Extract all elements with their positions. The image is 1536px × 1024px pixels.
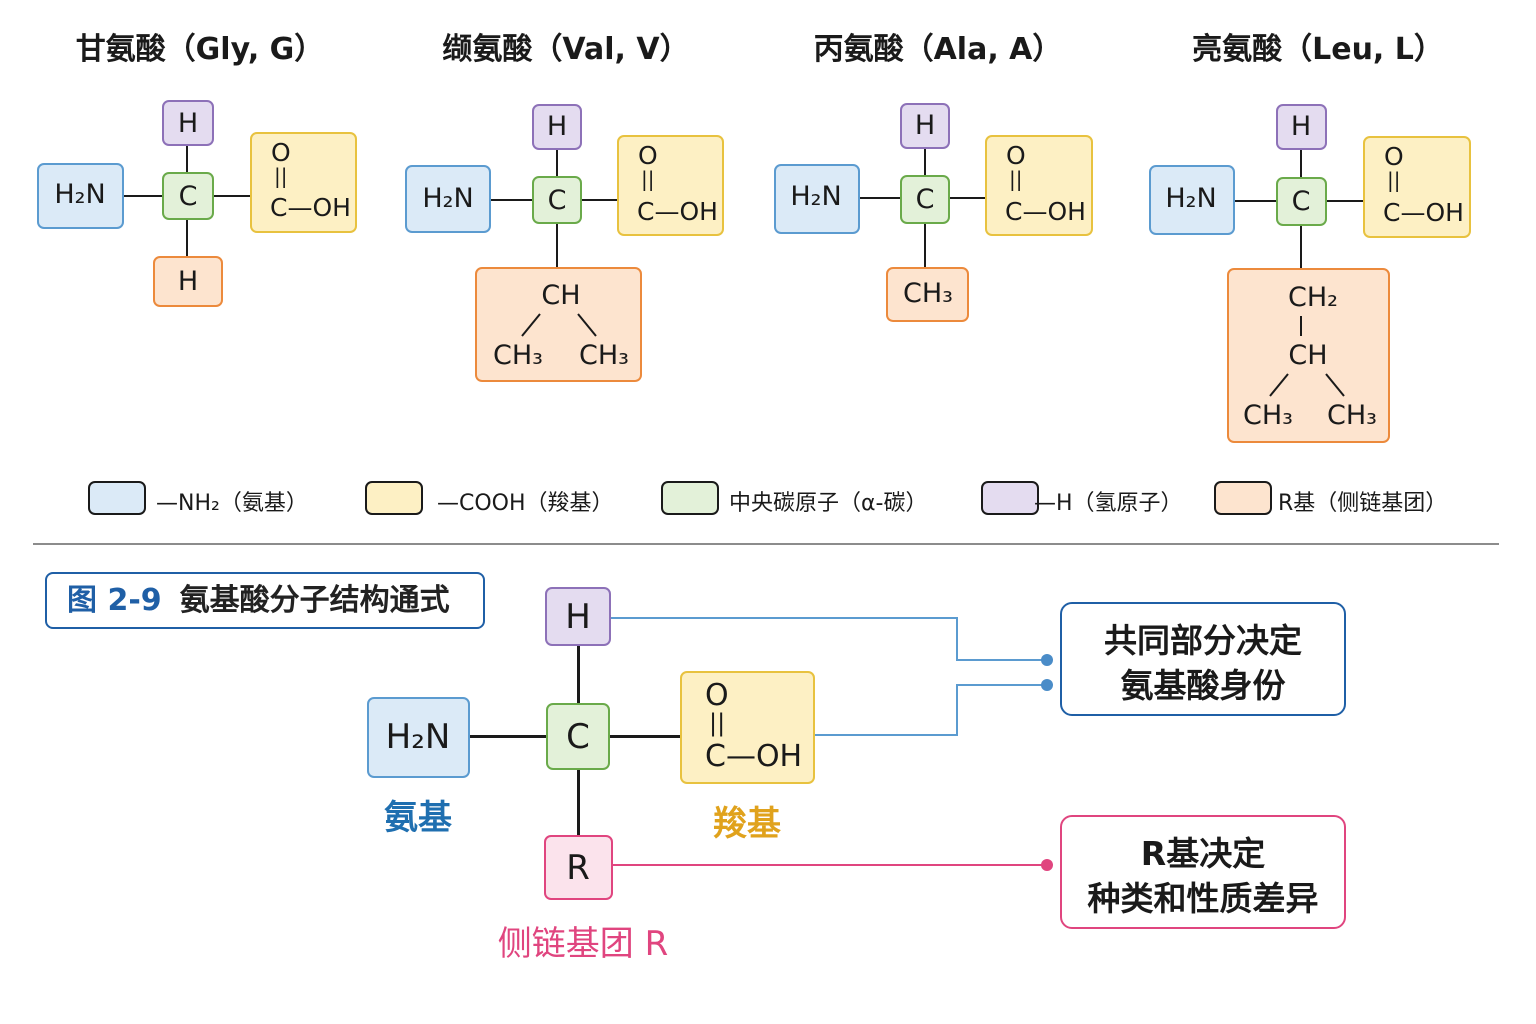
leucine-carboxyl: C—OH (1383, 198, 1464, 227)
general-r-box (544, 835, 613, 900)
leucine-carboxyl-box (1363, 136, 1471, 238)
glycine-alpha-carbon: C (178, 181, 198, 212)
legend-swatch-r-group (1214, 481, 1272, 515)
callout-r-line1: R基决定 (1140, 834, 1266, 873)
valine-amine-box (405, 165, 491, 233)
valine-carbonyl-o: O (638, 141, 658, 170)
callout-r-group: R基决定 种类和性质差异 (1060, 815, 1346, 929)
glycine-alpha-carbon-box (162, 172, 214, 220)
alanine-carbonyl-o: O (1006, 141, 1026, 170)
leucine-r-ch: CH (1288, 340, 1328, 371)
general-r: R (566, 848, 590, 888)
alanine-h: H (914, 110, 936, 141)
valine-h: H (546, 111, 568, 142)
alanine-h-box (900, 103, 950, 149)
leucine-amine: H₂N (1165, 183, 1217, 214)
figure-number: 图 2-9 (67, 583, 162, 618)
legend-swatch-alpha-carbon (661, 481, 719, 515)
valine-alpha-carbon: C (547, 185, 567, 216)
callout-common-line2: 氨基酸身份 (1120, 666, 1286, 705)
leucine-h: H (1290, 111, 1312, 142)
callout-common-line1: 共同部分决定 (1104, 621, 1302, 660)
leucine-h-box (1276, 104, 1327, 150)
glycine-amine-box (37, 163, 124, 229)
glycine-carboxyl-box (250, 132, 357, 233)
legend-swatch-amine (88, 481, 146, 515)
leucine-r-ch3-right: CH₃ (1327, 400, 1377, 431)
glycine-h: H (177, 108, 199, 139)
valine-alpha-carbon-box (532, 176, 582, 224)
glycine-carbonyl-o: O (271, 138, 291, 167)
carboxyl-label: 羧基 (713, 804, 781, 844)
title-leucine: 亮氨酸（Leu, L） (1192, 32, 1444, 67)
callout-common-part: 共同部分决定 氨基酸身份 (1060, 602, 1346, 716)
glycine-amine: H₂N (54, 179, 106, 210)
legend-label-carboxyl: —COOH（羧基） (437, 491, 614, 516)
valine-r-ch3-left: CH₃ (493, 340, 543, 371)
figure-caption: 图 2-9 氨基酸分子结构通式 (45, 572, 485, 629)
leucine-r-ch3-left: CH₃ (1243, 400, 1293, 431)
title-valine: 缬氨酸（Val, V） (442, 32, 690, 67)
general-h: H (565, 597, 591, 637)
callout-r-line2: 种类和性质差异 (1087, 879, 1319, 918)
legend-label-hydrogen: —H（氢原子） (1034, 491, 1183, 516)
figure-title: 氨基酸分子结构通式 (179, 583, 450, 618)
alanine-r-box (886, 267, 969, 322)
alanine-alpha-carbon-box (900, 175, 950, 224)
glycine-r-box (153, 256, 223, 307)
legend-label-r-group: R基（侧链基团） (1278, 491, 1448, 516)
general-alpha-carbon-box (546, 703, 610, 770)
glycine-double-bond: || (274, 164, 288, 188)
general-carboxyl: C—OH (705, 739, 803, 774)
section-divider (33, 543, 1499, 545)
general-h-box (545, 587, 611, 646)
alanine-carboxyl: C—OH (1005, 197, 1086, 226)
alanine-carboxyl-box (985, 135, 1093, 236)
leucine-double-bond: || (1387, 168, 1401, 192)
general-amine-box (367, 697, 470, 778)
legend-label-amine: —NH₂（氨基） (156, 491, 308, 516)
valine-h-box (532, 104, 582, 150)
general-double-bond: || (709, 709, 726, 737)
leucine-alpha-carbon: C (1291, 186, 1311, 217)
alanine-r: CH₃ (903, 278, 953, 309)
valine-r-ch: CH (541, 280, 581, 311)
valine-double-bond: || (641, 167, 655, 191)
leucine-amine-box (1149, 165, 1235, 235)
leucine-r-box (1227, 268, 1390, 443)
amine-label: 氨基 (384, 798, 452, 838)
r-group-label: 侧链基团 R (497, 924, 669, 964)
valine-r-box (475, 267, 642, 382)
alanine-amine-box (774, 164, 860, 234)
leucine-carbonyl-o: O (1384, 142, 1404, 171)
leucine-alpha-carbon-box (1276, 177, 1327, 226)
alanine-amine: H₂N (790, 181, 842, 212)
general-alpha-carbon: C (566, 717, 590, 757)
valine-carboxyl: C—OH (637, 197, 718, 226)
glycine-r: H (177, 266, 199, 297)
legend-swatch-hydrogen (981, 481, 1039, 515)
legend-swatch-carboxyl (365, 481, 423, 515)
title-glycine: 甘氨酸（Gly, G） (75, 32, 325, 67)
leucine-r-ch2: CH₂ (1288, 282, 1338, 313)
valine-amine: H₂N (422, 183, 474, 214)
glycine-h-box (162, 100, 214, 146)
alanine-double-bond: || (1009, 167, 1023, 191)
general-amine: H₂N (385, 717, 451, 757)
general-carboxyl-box (680, 671, 815, 784)
legend-label-alpha-carbon: 中央碳原子（α-碳） (729, 491, 928, 516)
alanine-alpha-carbon: C (915, 184, 935, 215)
valine-carboxyl-box (617, 135, 724, 236)
valine-r-ch3-right: CH₃ (579, 340, 629, 371)
glycine-carboxyl: C—OH (270, 193, 351, 222)
general-carbonyl-o: O (705, 678, 729, 713)
title-alanine: 丙氨酸（Ala, A） (813, 32, 1063, 67)
